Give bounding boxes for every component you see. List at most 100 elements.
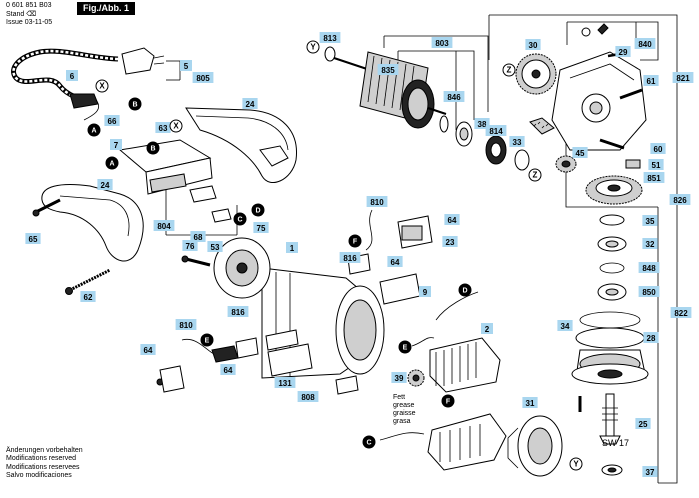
- grease-label-es: grasa: [393, 418, 411, 425]
- part-label-804: 804: [157, 222, 171, 231]
- part-label-box: [377, 64, 399, 75]
- part-label-33: 33: [513, 138, 522, 147]
- callout-circle: [169, 119, 183, 133]
- callout-circle: [362, 435, 376, 449]
- callout-letter-F: F: [353, 239, 358, 246]
- part-label-box: [242, 98, 258, 109]
- part-label-box: [474, 118, 490, 129]
- callout-circle: [200, 333, 214, 347]
- part-label-1: 1: [290, 244, 295, 253]
- part-label-box: [648, 159, 664, 170]
- part-label-box: [485, 125, 507, 136]
- part-label-box: [339, 252, 361, 263]
- part-label-29: 29: [619, 48, 628, 57]
- part-label-box: [227, 306, 249, 317]
- part-label-box: [25, 233, 41, 244]
- part-label-131: 131: [278, 379, 292, 388]
- callout-circle: [233, 212, 247, 226]
- bearings-rings: [439, 115, 530, 171]
- bevel-gear-large: [585, 175, 643, 205]
- part-label-box: [182, 240, 198, 251]
- part-label-box: [104, 115, 120, 126]
- part-label-box: [153, 220, 175, 231]
- part-label-25: 25: [639, 420, 648, 429]
- part-label-816: 816: [343, 254, 357, 263]
- callout-circle: [87, 123, 101, 137]
- part-label-box: [525, 39, 541, 50]
- part-label-64: 64: [448, 216, 457, 225]
- part-label-68: 68: [194, 233, 203, 242]
- side-handle: [41, 184, 144, 262]
- callout-letter-E: E: [403, 345, 408, 352]
- note-line: Änderungen vorbehalten: [6, 447, 83, 454]
- callout-letter-A: A: [91, 128, 96, 135]
- armature: [324, 46, 447, 129]
- part-label-box: [80, 291, 96, 302]
- part-label-810: 810: [370, 198, 384, 207]
- part-label-box: [220, 364, 236, 375]
- callout-letter-B: B: [150, 146, 155, 153]
- part-label-box: [642, 466, 658, 477]
- part-label-24: 24: [246, 100, 255, 109]
- part-label-box: [110, 139, 122, 150]
- part-label-box: [481, 323, 493, 334]
- part-label-box: [207, 241, 223, 252]
- callout-letter-C: C: [366, 440, 371, 447]
- callout-letter-F: F: [446, 399, 451, 406]
- gear-housing: [551, 23, 647, 169]
- switch-assembly: [118, 139, 232, 223]
- part-label-28: 28: [647, 334, 656, 343]
- part-label-62: 62: [84, 293, 93, 302]
- part-label-box: [643, 332, 659, 343]
- part-label-box: [642, 238, 658, 249]
- part-label-835: 835: [381, 66, 395, 75]
- part-label-box: [155, 122, 171, 133]
- part-label-2: 2: [485, 325, 490, 334]
- part-label-box: [642, 215, 658, 226]
- callout-circle: [95, 79, 109, 93]
- part-label-box: [419, 286, 431, 297]
- part-label-box: [297, 391, 319, 402]
- part-label-31: 31: [526, 399, 535, 408]
- part-label-box: [557, 320, 573, 331]
- fan: [407, 369, 425, 387]
- callout-circle: [146, 141, 160, 155]
- part-label-805: 805: [196, 74, 210, 83]
- power-cord-assembly: [11, 47, 165, 121]
- part-label-37: 37: [646, 468, 655, 477]
- part-label-64: 64: [391, 258, 400, 267]
- part-label-5: 5: [184, 62, 189, 71]
- rear-cover: [213, 237, 271, 299]
- part-label-box: [175, 319, 197, 330]
- stand-label: Stand: [6, 11, 25, 18]
- part-label-810: 810: [179, 321, 193, 330]
- callout-circle: [251, 203, 265, 217]
- part-label-65: 65: [29, 235, 38, 244]
- part-label-box: [522, 397, 538, 408]
- part-label-24: 24: [101, 181, 110, 190]
- part-label-box: [366, 196, 388, 207]
- callout-letter-X: X: [173, 122, 179, 131]
- part-label-32: 32: [646, 240, 655, 249]
- part-label-35: 35: [646, 217, 655, 226]
- part-label-box: [670, 307, 692, 318]
- callout-circle: [105, 156, 119, 170]
- part-label-45: 45: [576, 149, 585, 158]
- callout-circle: [128, 97, 142, 111]
- part-label-box: [431, 37, 453, 48]
- note-line: Modifications reservees: [6, 463, 80, 471]
- part-label-75: 75: [257, 224, 266, 233]
- issue-label: Issue: [6, 19, 23, 26]
- part-label-66: 66: [108, 117, 117, 126]
- stator-lower: [379, 413, 507, 471]
- part-label-38: 38: [478, 120, 487, 129]
- callout-letter-D: D: [255, 208, 260, 215]
- part-label-box: [444, 214, 460, 225]
- grease-label-de: Fett: [393, 394, 405, 401]
- part-label-9: 9: [423, 288, 428, 297]
- part-label-box: [634, 38, 656, 49]
- part-label-box: [635, 418, 651, 429]
- rear-handle: [185, 107, 297, 183]
- part-label-23: 23: [446, 238, 455, 247]
- part-label-63: 63: [159, 124, 168, 133]
